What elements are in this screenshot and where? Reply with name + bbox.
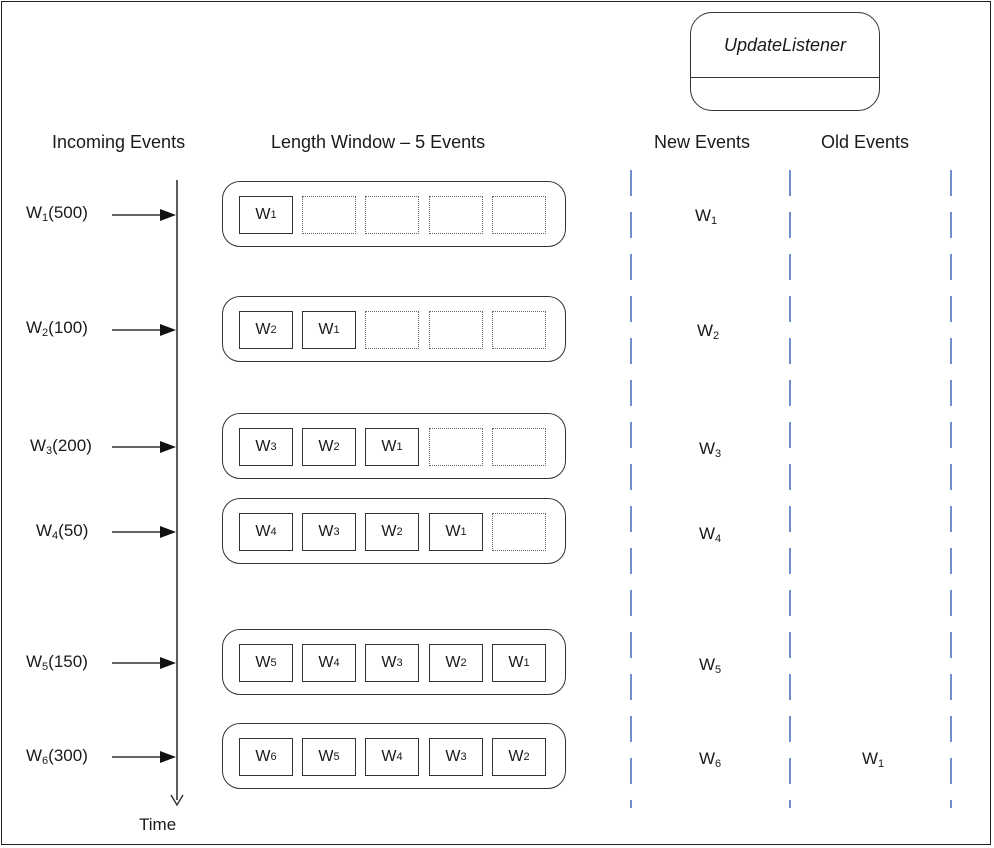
new-event-entry: W5 <box>699 655 722 676</box>
window-slot-empty <box>429 311 483 349</box>
incoming-event-label: W6(300) <box>26 746 88 767</box>
incoming-event-label: W4(50) <box>36 521 89 542</box>
window-slot-empty <box>492 428 546 466</box>
event-arrowhead <box>160 526 176 538</box>
window-slot-empty <box>492 311 546 349</box>
header-new-events: New Events <box>654 132 751 152</box>
old-event-entry: W1 <box>862 749 885 770</box>
new-event-entry: W4 <box>699 524 722 545</box>
time-axis-arrowhead <box>170 794 184 807</box>
update-listener-box: UpdateListener <box>690 12 880 111</box>
window-slot-empty <box>365 196 419 234</box>
incoming-event-label: W1(500) <box>26 203 88 224</box>
new-event-entry: W3 <box>699 439 722 460</box>
time-axis-label: Time <box>139 815 177 834</box>
window-slot-empty <box>429 428 483 466</box>
window-slot-empty <box>365 311 419 349</box>
window-slot-empty <box>429 196 483 234</box>
new-event-entry: W1 <box>695 206 718 227</box>
event-arrowhead <box>160 657 176 669</box>
header-incoming-events: Incoming Events <box>52 132 186 152</box>
incoming-event-label: W2(100) <box>26 318 88 339</box>
event-arrowhead <box>160 441 176 453</box>
update-listener-divider <box>691 77 879 78</box>
window-slot-empty <box>302 196 356 234</box>
incoming-event-label: W3(200) <box>30 436 92 457</box>
update-listener-label: UpdateListener <box>723 35 847 55</box>
header-old-events: Old Events <box>821 132 910 152</box>
event-arrowhead <box>160 209 176 221</box>
event-arrowhead <box>160 324 176 336</box>
new-event-entry: W6 <box>699 749 722 770</box>
window-slot-empty <box>492 196 546 234</box>
incoming-event-label: W5(150) <box>26 652 88 673</box>
window-slot-empty <box>492 513 546 551</box>
event-arrowhead <box>160 751 176 763</box>
new-event-entry: W2 <box>697 321 720 342</box>
header-length-window: Length Window – 5 Events <box>271 132 486 152</box>
